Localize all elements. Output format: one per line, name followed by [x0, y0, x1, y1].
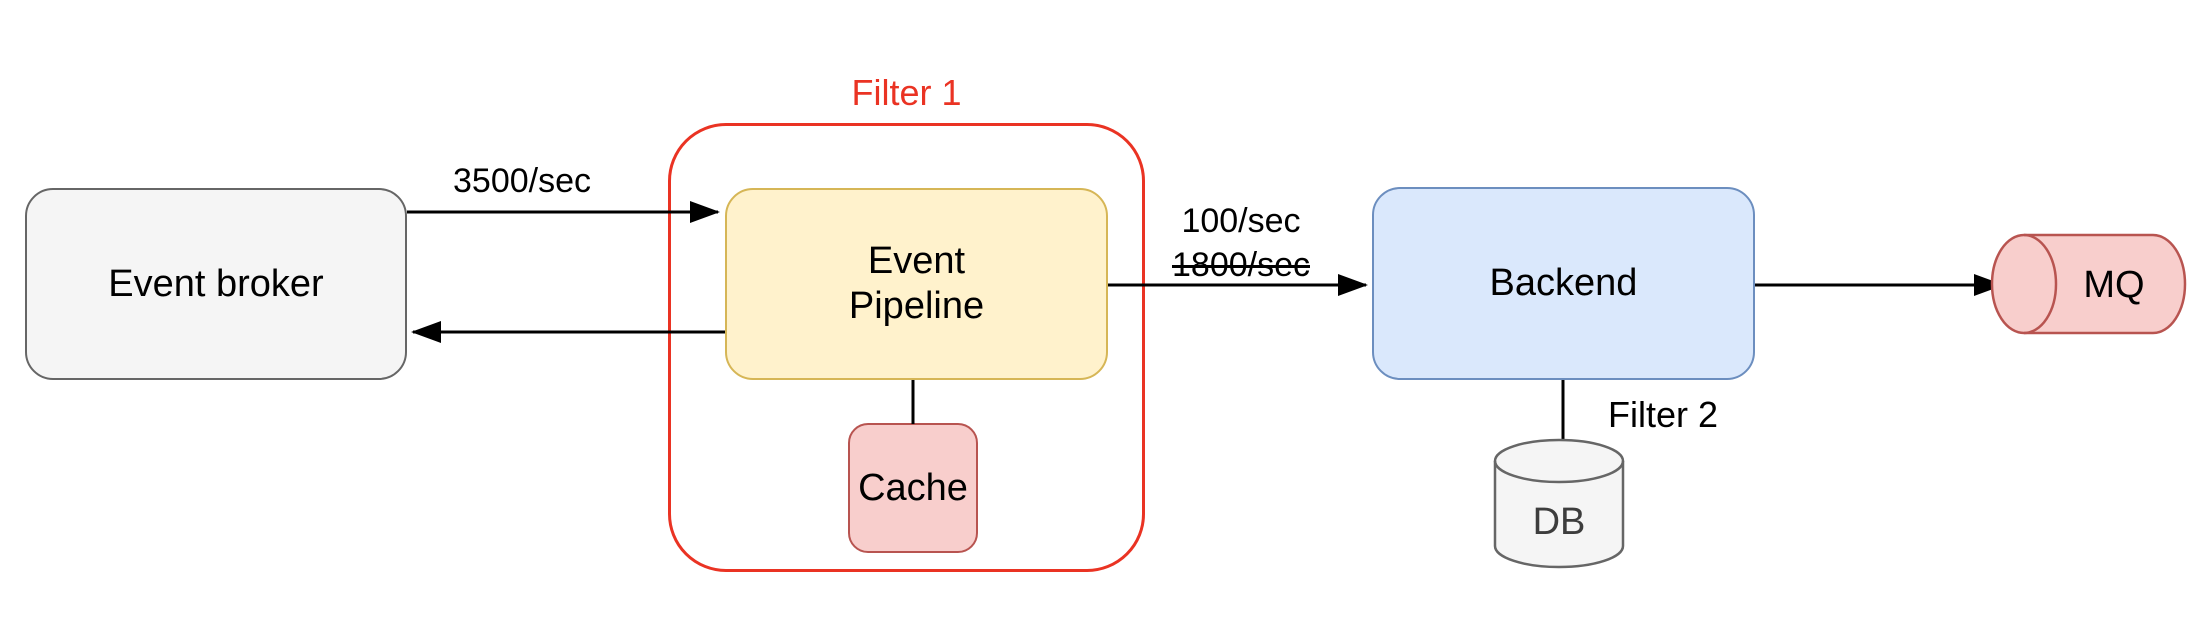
node-backend: Backend [1372, 187, 1755, 380]
db-label: DB [1532, 501, 1586, 543]
backend-label: Backend [1489, 262, 1638, 304]
node-cache: Cache [848, 423, 978, 553]
filter1-group-boundary [668, 123, 1145, 572]
event-broker-label: Event broker [108, 262, 324, 305]
edge-label-rates: 100/sec 1800/sec [1121, 199, 1361, 287]
filter1-group-label: Filter 1 [851, 72, 962, 113]
cache-label: Cache [858, 466, 968, 509]
edge-label-100-sec: 100/sec [1181, 202, 1301, 240]
edge-label-3500-sec: 3500/sec [453, 162, 591, 200]
node-event-broker: Event broker [25, 188, 407, 380]
mq-label: MQ [2083, 264, 2145, 306]
filter2-label: Filter 2 [1607, 394, 1719, 435]
edge-label-1800-sec-crossed-out: 1800/sec [1172, 246, 1310, 284]
